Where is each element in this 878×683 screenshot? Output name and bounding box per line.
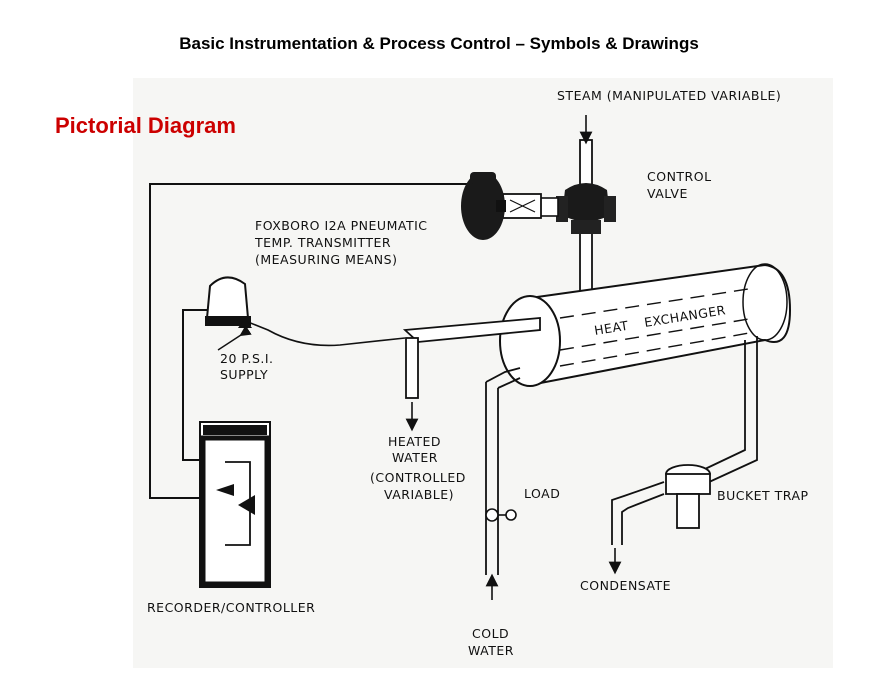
cold-water-label-1: COLD <box>472 626 509 641</box>
transmitter-label-1: FOXBORO I2A PNEUMATIC <box>255 218 428 233</box>
heat-exchanger-label-1: HEAT <box>593 318 629 338</box>
heat-exchanger-label-2: EXCHANGER <box>643 302 727 330</box>
capillary-line <box>247 321 406 347</box>
heated-water-label-4: VARIABLE) <box>384 487 454 502</box>
recorder-controller <box>199 421 271 588</box>
heat-exchanger <box>499 263 792 387</box>
cold-water-label-2: WATER <box>468 643 514 658</box>
section-title: Pictorial Diagram <box>55 113 236 138</box>
supply-label-1: 20 P.S.I. <box>220 351 274 366</box>
bucket-trap <box>665 464 711 529</box>
valve-actuator <box>461 172 506 240</box>
load-label: LOAD <box>524 486 560 501</box>
heated-water-label-3: (CONTROLLED <box>370 470 466 485</box>
steam-label: STEAM (MANIPULATED VARIABLE) <box>557 88 781 103</box>
condensate-label: CONDENSATE <box>580 578 671 593</box>
heated-water-label-2: WATER <box>392 450 438 465</box>
heated-water-label-1: HEATED <box>388 434 441 449</box>
control-valve-label-2: VALVE <box>647 186 688 201</box>
control-valve-label-1: CONTROL <box>647 169 712 184</box>
signal-line-transmitter-recorder <box>182 309 207 461</box>
signal-line-recorder <box>149 470 200 499</box>
temperature-transmitter <box>205 276 252 351</box>
recorder-controller-label: RECORDER/CONTROLLER <box>147 600 315 615</box>
page-title: Basic Instrumentation & Process Control … <box>179 34 699 53</box>
heated-water-pipe <box>402 317 541 432</box>
control-valve <box>502 183 616 234</box>
bucket-trap-label: BUCKET TRAP <box>717 488 809 503</box>
transmitter-label-3: (MEASURING MEANS) <box>255 252 397 267</box>
cold-water-pipe <box>485 367 521 600</box>
supply-label-2: SUPPLY <box>220 367 268 382</box>
load-valve <box>485 508 517 522</box>
transmitter-label-2: TEMP. TRANSMITTER <box>254 235 391 250</box>
